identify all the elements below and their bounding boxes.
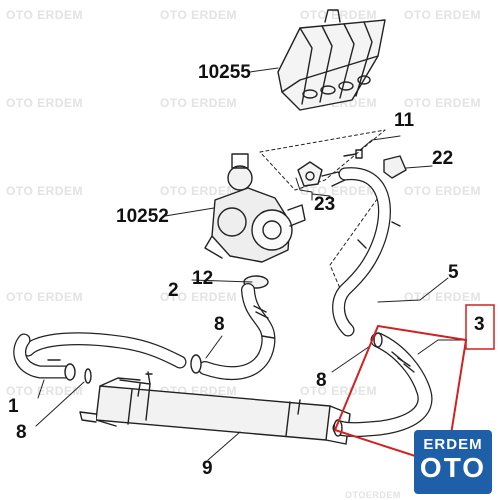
callout-12: 12 xyxy=(192,268,214,289)
watermark: OTO ERDEM xyxy=(6,184,83,198)
callout-8-mid: 8 xyxy=(316,370,327,391)
watermark: OTO ERDEM xyxy=(160,8,237,22)
callout-1: 1 xyxy=(8,396,19,417)
callout-8-top: 8 xyxy=(214,314,225,335)
callout-23: 23 xyxy=(314,194,336,215)
watermark: OTOERDEM xyxy=(345,490,401,500)
callout-10252: 10252 xyxy=(116,206,169,227)
watermark: OTO ERDEM xyxy=(160,96,237,110)
callout-9: 9 xyxy=(202,458,213,479)
callout-11: 11 xyxy=(394,110,415,131)
watermark: OTO ERDEM xyxy=(404,8,481,22)
intake-manifold xyxy=(277,9,386,111)
brand-logo: ERDEM OTO xyxy=(414,430,492,494)
watermark: OTO ERDEM xyxy=(6,8,83,22)
callout-22: 22 xyxy=(432,148,454,169)
turbocharger xyxy=(204,153,306,263)
callout-3-box xyxy=(465,304,495,350)
callout-2: 2 xyxy=(168,280,179,301)
watermark: OTO ERDEM xyxy=(300,384,377,398)
watermark: OTO ERDEM xyxy=(160,184,237,198)
logo-line1: ERDEM xyxy=(423,436,483,453)
watermark: OTO ERDEM xyxy=(404,290,481,304)
callout-5: 5 xyxy=(448,262,459,283)
watermark: OTO ERDEM xyxy=(404,96,481,110)
watermark: OTO ERDEM xyxy=(6,384,83,398)
watermark: OTO ERDEM xyxy=(160,290,237,304)
intercooler xyxy=(79,371,351,445)
logo-line2: OTO xyxy=(419,452,487,483)
watermark: OTO ERDEM xyxy=(404,184,481,198)
leader-lines xyxy=(35,67,467,461)
watermark: OTO ERDEM xyxy=(6,96,83,110)
callout-3: 3 xyxy=(474,314,485,335)
callout-10255: 10255 xyxy=(198,62,251,83)
callout-8-left: 8 xyxy=(16,422,27,443)
watermark: OTO ERDEM xyxy=(6,290,83,304)
